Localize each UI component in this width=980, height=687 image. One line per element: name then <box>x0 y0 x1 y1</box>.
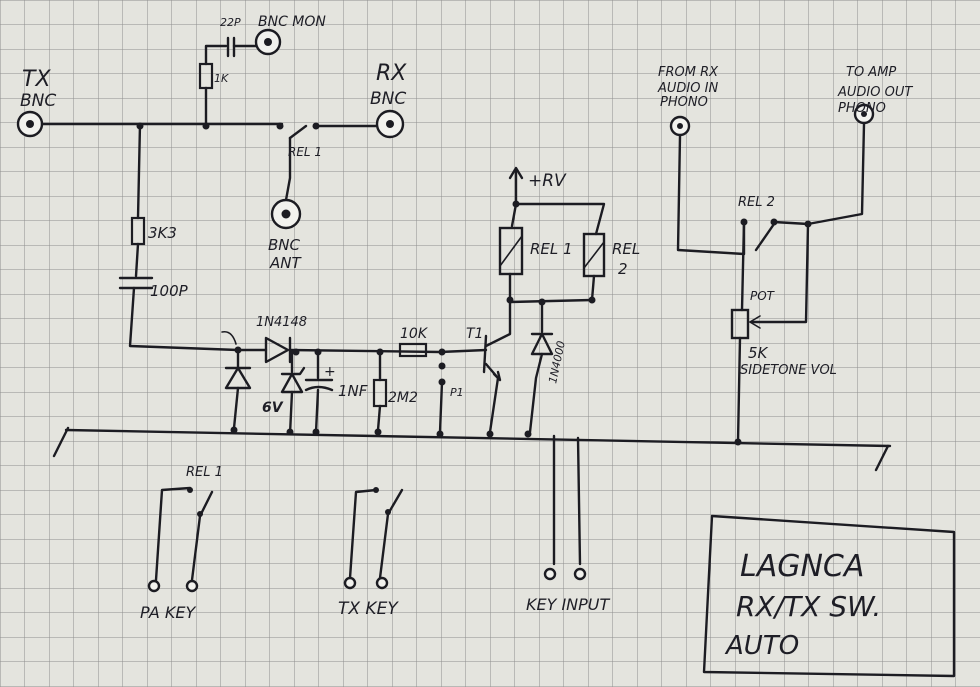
title-box <box>702 514 956 678</box>
pa-key-label: PA KEY <box>140 603 196 622</box>
zener-6v-label: 6V <box>262 400 284 416</box>
rel1-coil-label: REL 1 <box>530 240 573 258</box>
tx-key-terminal-1 <box>343 576 357 590</box>
key-input-terminal-2 <box>573 567 587 581</box>
capacitor-100p <box>118 276 154 290</box>
key-input-terminal-1 <box>543 567 557 581</box>
p1-label: P1 <box>450 386 464 399</box>
transistor-t1 <box>482 334 488 374</box>
rel1-top-label: REL 1 <box>288 145 322 159</box>
title-line-2: RX/TX SW. <box>736 590 881 623</box>
res-2m2-label: 2M2 <box>388 390 418 406</box>
tx-bnc-label: BNC <box>20 91 56 111</box>
pa-key-terminal-1 <box>147 579 161 593</box>
ant-bnc-label: BNC <box>268 236 301 254</box>
res-1k-label: 1K <box>214 72 229 85</box>
cap-100p-label: 100P <box>150 282 189 300</box>
rx-label: RX <box>376 61 407 86</box>
pot-value-label: 5K <box>748 344 769 362</box>
rx-bnc-label: BNC <box>370 89 406 109</box>
from-rx-phono-label: PHONO <box>660 95 708 110</box>
supply-label: +RV <box>528 171 567 191</box>
diode-1n4148-label: 1N4148 <box>256 315 307 330</box>
pa-key-terminal-2 <box>185 579 199 593</box>
to-amp-phono-label: PHONO <box>838 101 886 116</box>
rel1-rf-contact <box>288 124 308 140</box>
rel2-contact-label: REL 2 <box>738 195 775 210</box>
tx-key-terminal-2 <box>375 576 389 590</box>
tx-label: TX <box>22 67 51 92</box>
rf-section <box>16 28 405 352</box>
rel1-bottom-label: REL 1 <box>186 465 223 480</box>
audio-in-label: AUDIO IN <box>657 81 718 96</box>
key-input-label: KEY INPUT <box>526 595 611 614</box>
bnc-mon-label: BNC MON <box>258 14 326 30</box>
resistor-10k <box>398 342 428 358</box>
tx-key-label: TX KEY <box>338 599 399 619</box>
diode-1n4148 <box>264 336 290 364</box>
ground-bus <box>52 426 892 472</box>
cap-22p-label: 22P <box>220 16 241 29</box>
res-3k3-label: 3K3 <box>148 224 177 242</box>
to-amp-label: TO AMP <box>846 65 896 80</box>
title-line-1: LAGNCA <box>740 549 864 584</box>
relay-coil-section <box>498 166 606 434</box>
sidetone-label: SIDETONE VOL <box>740 363 837 378</box>
rel2-contact <box>754 222 776 252</box>
svg-text:+: + <box>324 364 336 380</box>
title-line-3: AUTO <box>724 631 799 661</box>
t1-label: T1 <box>466 326 483 342</box>
detector-section: + <box>221 298 512 436</box>
cap-1nf-label: 1NF <box>338 382 368 400</box>
ground-line <box>64 428 892 448</box>
audio-section <box>669 103 875 444</box>
pot-label: POT <box>750 289 776 303</box>
labels: TX BNC RX BNC BNC MON BNC ANT FROM RX AU… <box>20 14 913 661</box>
res-10k-label: 10K <box>400 326 429 342</box>
from-rx-label: FROM RX <box>658 65 719 80</box>
rel2-coil-number: 2 <box>618 260 628 278</box>
trimmer-p1 <box>438 380 444 434</box>
key-section <box>147 434 587 593</box>
rel2-coil-label: REL <box>612 240 640 258</box>
audio-out-label: AUDIO OUT <box>837 85 913 100</box>
ant-label: ANT <box>269 254 302 272</box>
tx-key-contact <box>386 488 404 516</box>
